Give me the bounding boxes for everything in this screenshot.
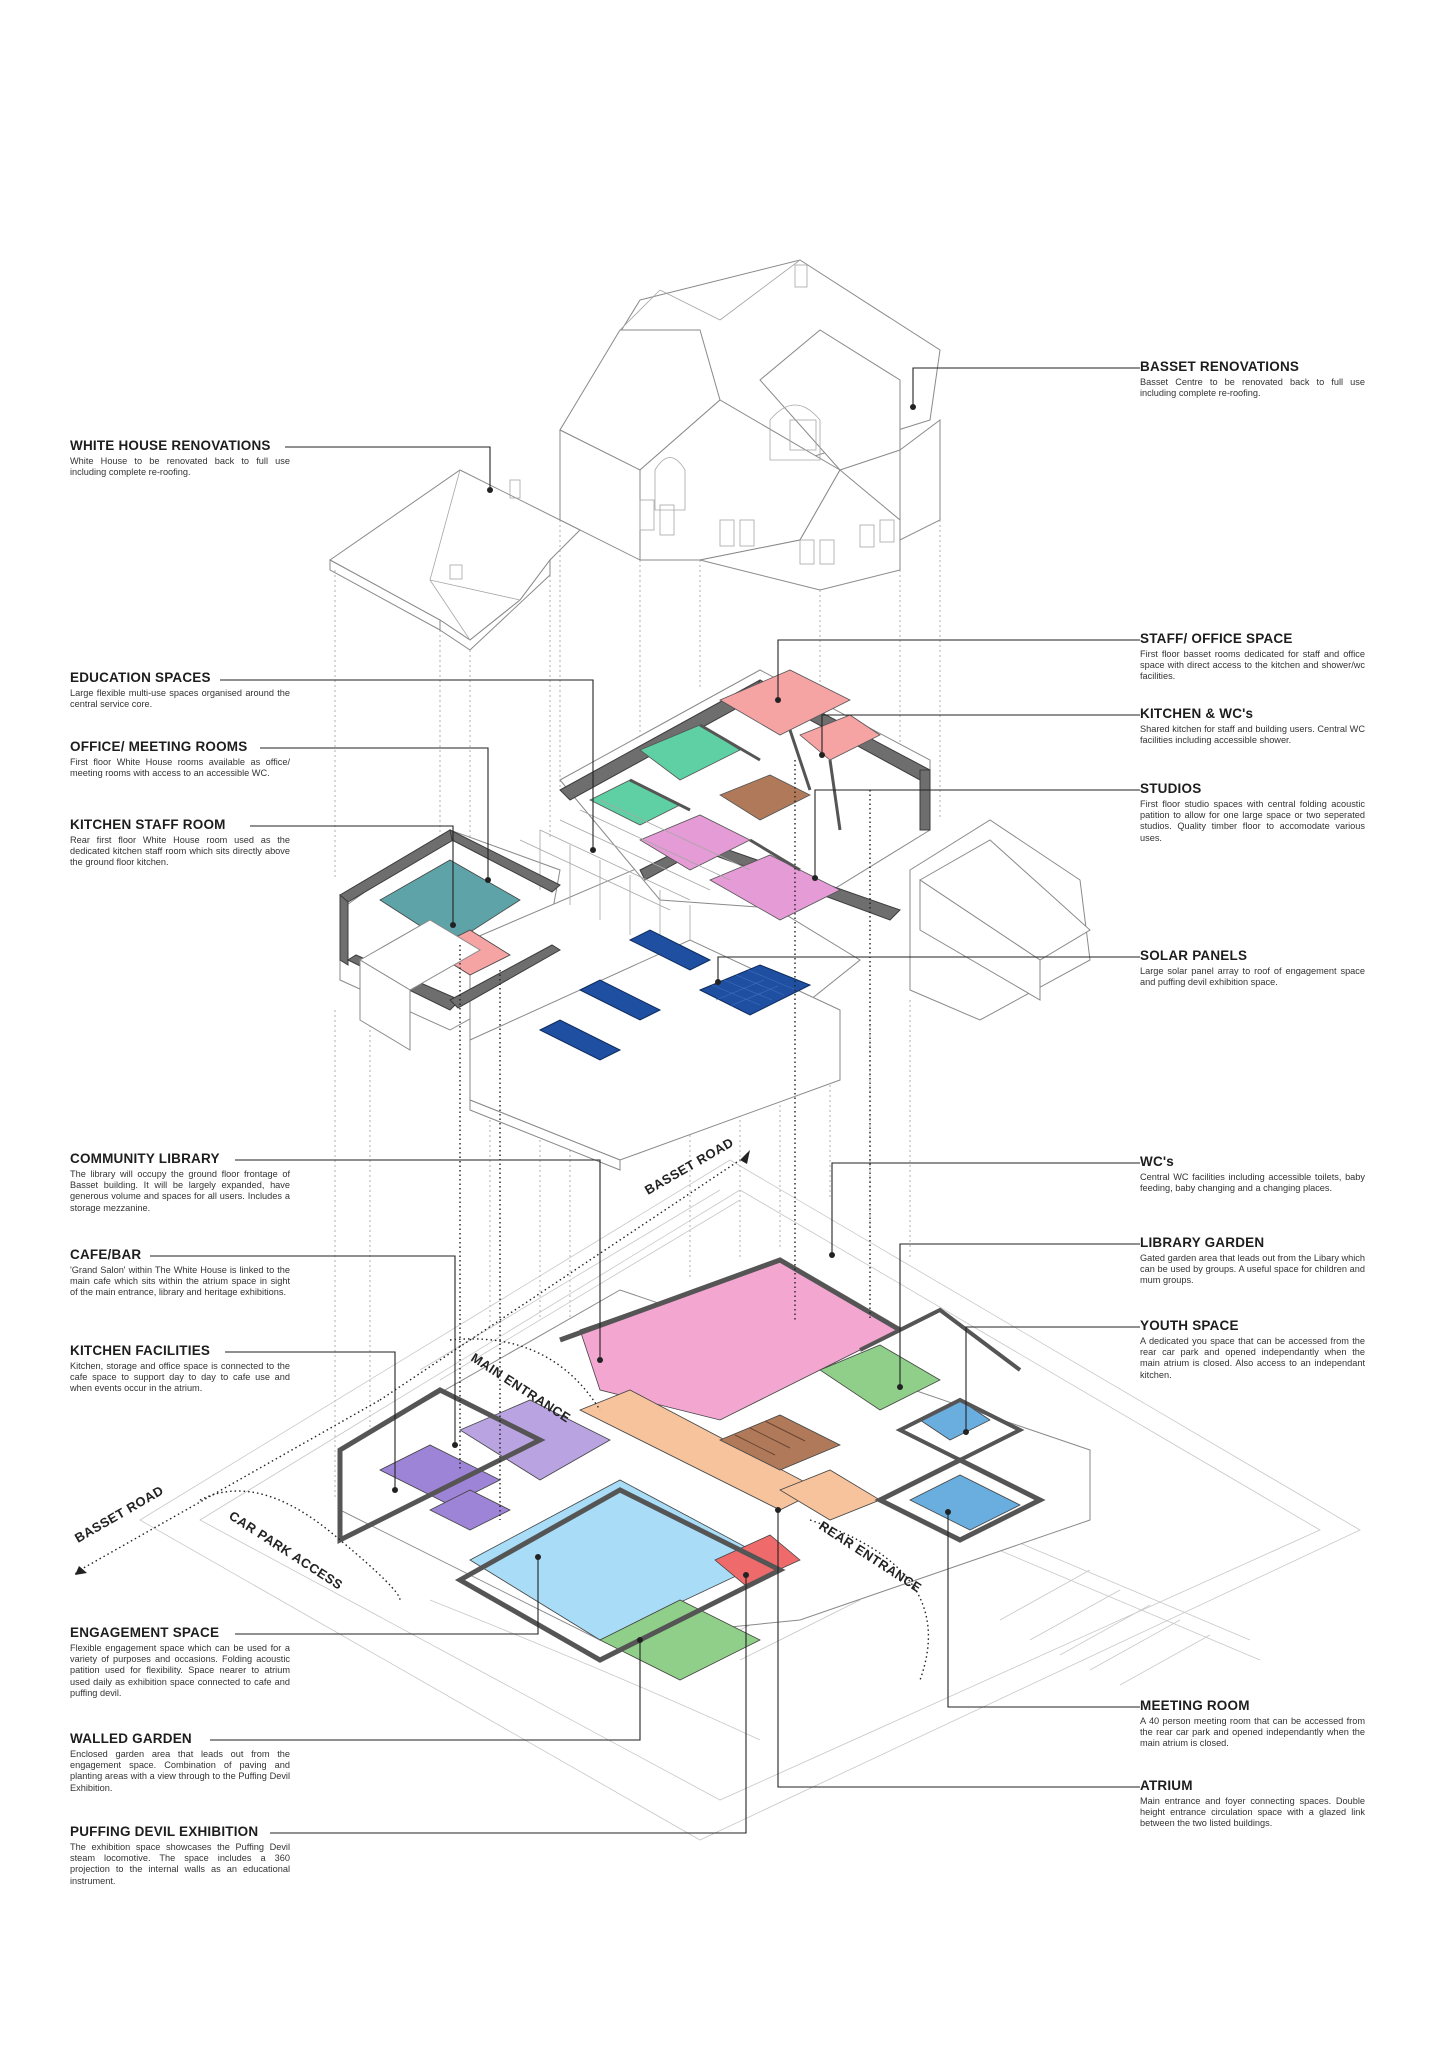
library-garden-zone [819,1344,941,1411]
label-library-garden: LIBRARY GARDEN Gated garden area that le… [1140,1235,1365,1287]
solar-panel-1 [538,1019,622,1061]
projection-lines [334,520,941,1500]
label-wcs: WC's Central WC facilities including acc… [1140,1154,1365,1194]
white-house-roof [329,469,581,651]
label-meeting-room: MEETING ROOM A 40 person meeting room th… [1140,1698,1365,1750]
label-youth-space: YOUTH SPACE A dedicated you space that c… [1140,1318,1365,1381]
timber-floor [719,774,811,821]
label-title: CAFE/BAR [70,1247,142,1262]
label-title: YOUTH SPACE [1140,1318,1239,1333]
label-title: KITCHEN STAFF ROOM [70,817,226,832]
label-title: ENGAGEMENT SPACE [70,1625,220,1640]
solar-panel-3 [628,929,712,971]
label-white-house-renovations: WHITE HOUSE RENOVATIONS White House to b… [70,438,290,478]
label-desc: Large flexible multi-use spaces organise… [70,688,290,710]
label-desc: The library will occupy the ground floor… [70,1169,290,1213]
label-title: LIBRARY GARDEN [1140,1235,1265,1250]
label-atrium: ATRIUM Main entrance and foyer connectin… [1140,1778,1365,1830]
label-title: SOLAR PANELS [1140,948,1248,963]
solar-panel-2 [578,979,662,1021]
label-title: PUFFING DEVIL EXHIBITION [70,1824,259,1839]
solar-panel-array [698,964,812,1016]
label-studios: STUDIOS First floor studio spaces with c… [1140,781,1365,844]
leader-lines [150,367,1140,1834]
label-title: STAFF/ OFFICE SPACE [1140,631,1293,646]
label-desc: Main entrance and foyer connecting space… [1140,1796,1365,1829]
label-desc: A dedicated you space that can be access… [1140,1336,1365,1380]
label-title: WC's [1140,1154,1175,1169]
basset-road-left-label: BASSET ROAD [72,1483,166,1546]
label-kitchen-staff-room: KITCHEN STAFF ROOM Rear first floor Whit… [70,817,290,869]
label-community-library: COMMUNITY LIBRARY The library will occup… [70,1151,290,1214]
label-staff-office-space: STAFF/ OFFICE SPACE First floor basset r… [1140,631,1365,683]
label-desc: The exhibition space showcases the Puffi… [70,1842,290,1886]
label-title: STUDIOS [1140,781,1202,796]
label-solar-panels: SOLAR PANELS Large solar panel array to … [1140,948,1365,988]
label-desc: 'Grand Salon' within The White House is … [70,1265,290,1298]
label-title: KITCHEN & WC's [1140,706,1254,721]
label-desc: First floor basset rooms dedicated for s… [1140,649,1365,682]
label-desc: Rear first floor White House room used a… [70,835,290,868]
kitchen-room [799,714,881,761]
label-puffing-devil-exhibition: PUFFING DEVIL EXHIBITION The exhibition … [70,1824,290,1887]
studio-2 [709,854,841,921]
label-desc: Enclosed garden area that leads out from… [70,1749,290,1793]
label-title: WHITE HOUSE RENOVATIONS [70,438,271,453]
label-title: KITCHEN FACILITIES [70,1343,211,1358]
label-desc: A 40 person meeting room that can be acc… [1140,1716,1365,1749]
label-desc: Shared kitchen for staff and building us… [1140,724,1365,746]
label-kitchen-facilities: KITCHEN FACILITIES Kitchen, storage and … [70,1343,290,1395]
label-title: MEETING ROOM [1140,1698,1250,1713]
basset-roof [559,259,941,591]
meeting-room-zone [909,1474,1021,1531]
label-title: COMMUNITY LIBRARY [70,1151,220,1166]
label-desc: Flexible engagement space which can be u… [70,1643,290,1698]
ground-floor-plan [74,1150,1361,1841]
label-cafe-bar: CAFE/BAR 'Grand Salon' within The White … [70,1247,290,1299]
label-walled-garden: WALLED GARDEN Enclosed garden area that … [70,1731,290,1794]
label-basset-renovations: BASSET RENOVATIONS Basset Centre to be r… [1140,359,1365,399]
label-title: BASSET RENOVATIONS [1140,359,1300,374]
label-desc: First floor studio spaces with central f… [1140,799,1365,843]
label-desc: White House to be renovated back to full… [70,456,290,478]
label-desc: Basset Centre to be renovated back to fu… [1140,377,1365,399]
label-desc: First floor White House rooms available … [70,757,290,779]
label-title: OFFICE/ MEETING ROOMS [70,739,248,754]
label-title: ATRIUM [1140,1778,1193,1793]
staff-office-room [719,669,851,736]
label-engagement-space: ENGAGEMENT SPACE Flexible engagement spa… [70,1625,290,1699]
label-education-spaces: EDUCATION SPACES Large flexible multi-us… [70,670,290,710]
label-title: WALLED GARDEN [70,1731,192,1746]
label-desc: Kitchen, storage and office space is con… [70,1361,290,1394]
label-kitchen-wcs: KITCHEN & WC's Shared kitchen for staff … [1140,706,1365,746]
label-desc: Central WC facilities including accessib… [1140,1172,1365,1194]
label-desc: Large solar panel array to roof of engag… [1140,966,1365,988]
label-desc: Gated garden area that leads out from th… [1140,1253,1365,1286]
label-title: EDUCATION SPACES [70,670,211,685]
first-floor-plan [339,669,1091,1171]
label-office-meeting-rooms: OFFICE/ MEETING ROOMS First floor White … [70,739,290,779]
